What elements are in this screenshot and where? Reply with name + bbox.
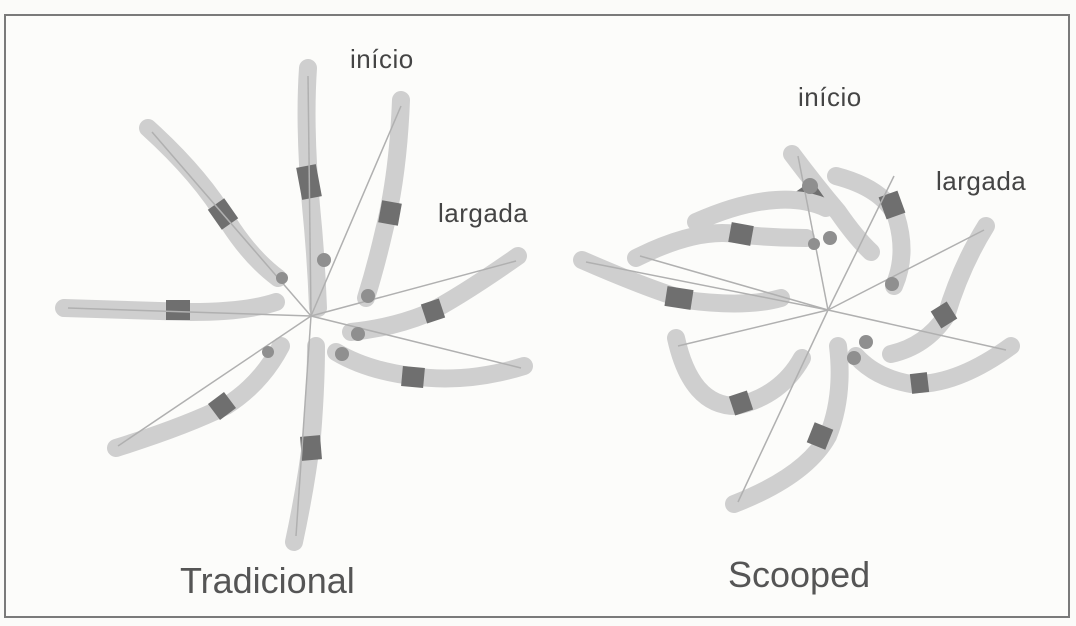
traditional-stroke-diagram bbox=[6, 16, 566, 620]
traditional-release-label: largada bbox=[438, 198, 528, 229]
traditional-start-label: início bbox=[350, 44, 414, 75]
scooped-release-label: largada bbox=[936, 166, 1026, 197]
scooped-caption: Scooped bbox=[728, 554, 870, 596]
traditional-panel: início largada Tradicional bbox=[6, 16, 566, 616]
traditional-limb-path-7 bbox=[64, 302, 276, 312]
scooped-limb-path-4 bbox=[856, 346, 1011, 384]
traditional-limb-path-2 bbox=[366, 100, 401, 298]
scooped-start-label: início bbox=[798, 82, 862, 113]
scooped-panel: início largada Scooped bbox=[566, 16, 1072, 616]
scooped-limb-path-6 bbox=[676, 338, 802, 406]
traditional-limb-path-4 bbox=[336, 352, 524, 378]
scooped-limb-path-8 bbox=[636, 232, 806, 258]
figure-frame: início largada Tradicional bbox=[4, 14, 1070, 618]
traditional-limb-path-6 bbox=[116, 346, 281, 448]
traditional-caption: Tradicional bbox=[180, 560, 355, 602]
